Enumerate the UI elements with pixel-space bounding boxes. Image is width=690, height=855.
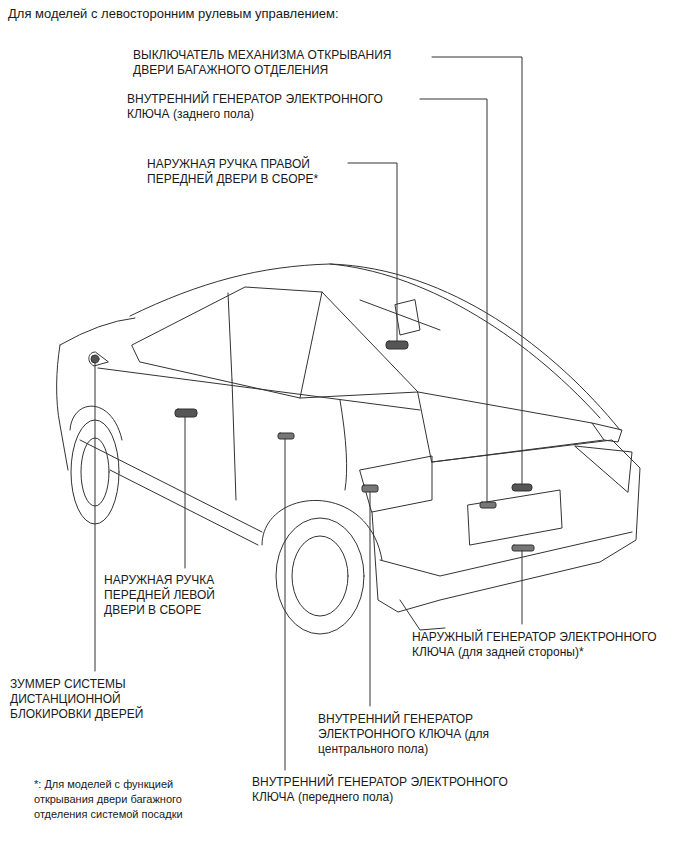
footnote: *: Для моделей с функцией открывания две…	[34, 777, 234, 822]
heading: Для моделей с левосторонним рулевым упра…	[8, 6, 339, 22]
part-label: ВНУТРЕННИЙ ГЕНЕРАТОР ЭЛЕКТРОННОГО КЛЮЧА …	[127, 92, 419, 122]
part-label: ЗУММЕР СИСТЕМЫ ДИСТАНЦИОННОЙ БЛОКИРОВКИ …	[10, 677, 160, 722]
part-label: НАРУЖНАЯ РУЧКА ПЕРЕДНЕЙ ЛЕВОЙ ДВЕРИ В СБ…	[104, 573, 229, 618]
part-label: НАРУЖНАЯ РУЧКА ПРАВОЙ ПЕРЕДНЕЙ ДВЕРИ В С…	[147, 157, 347, 187]
part-label: ВНУТРЕННИЙ ГЕНЕРАТОР ЭЛЕКТРОННОГО КЛЮЧА …	[252, 775, 552, 805]
part-label: НАРУЖНЫЙ ГЕНЕРАТОР ЭЛЕКТРОННОГО КЛЮЧА (д…	[412, 630, 674, 660]
part-label: ВЫКЛЮЧАТЕЛЬ МЕХАНИЗМА ОТКРЫВАНИЯ ДВЕРИ Б…	[133, 48, 433, 78]
part-label: ВНУТРЕННИЙ ГЕНЕРАТОР ЭЛЕКТРОННОГО КЛЮЧА …	[318, 712, 558, 757]
